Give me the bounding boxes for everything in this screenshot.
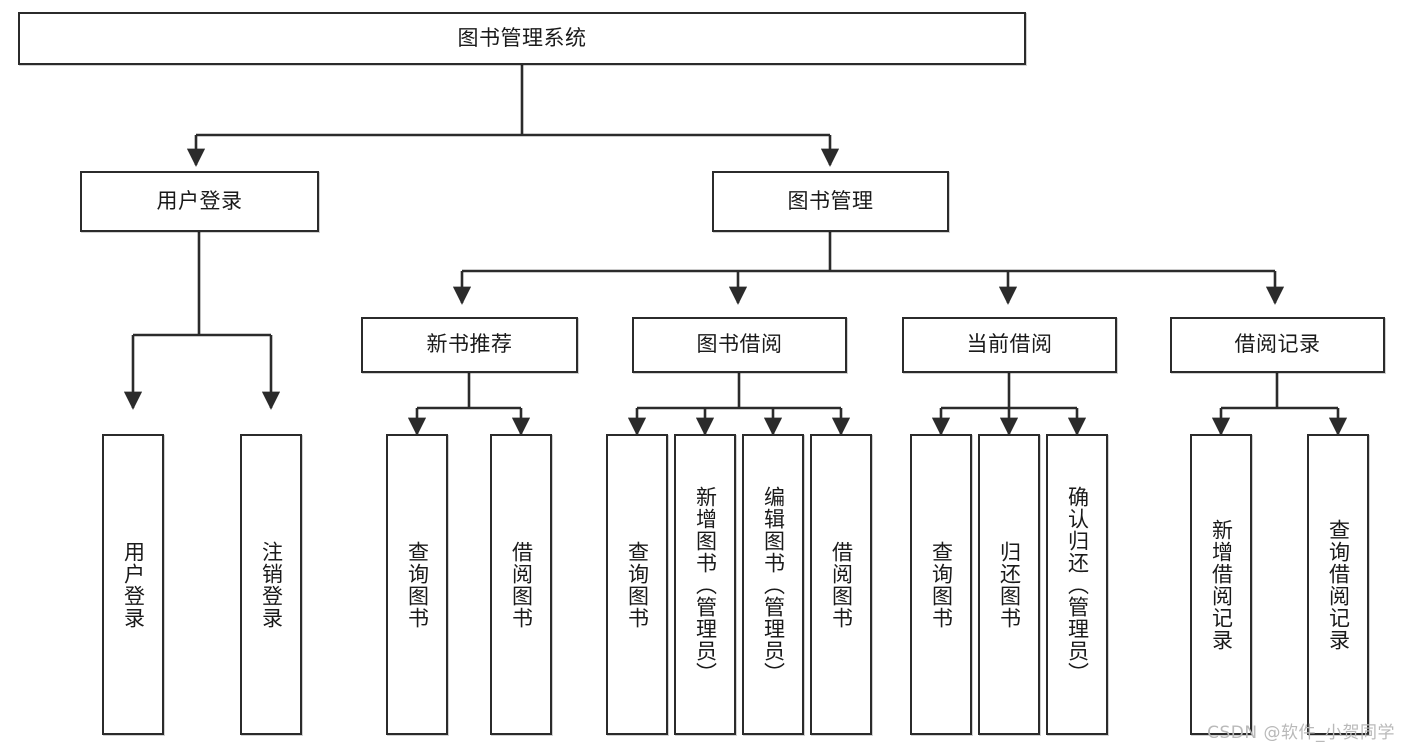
node-leaf-add-record[interactable]: 新增借阅记录	[1190, 434, 1252, 735]
node-leaf-edit-book-label: 编辑图书（管理员）	[761, 485, 786, 684]
node-book-borrow-label: 图书借阅	[696, 332, 783, 357]
node-leaf-query-book-3[interactable]: 查询图书	[910, 434, 972, 735]
node-borrow-record[interactable]: 借阅记录	[1170, 317, 1385, 373]
node-leaf-query-book-1[interactable]: 查询图书	[386, 434, 448, 735]
node-leaf-borrow-book-1-label: 借阅图书	[509, 540, 534, 629]
node-current-borrow[interactable]: 当前借阅	[902, 317, 1117, 373]
node-user-login-label: 用户登录	[156, 188, 243, 213]
node-root[interactable]: 图书管理系统	[18, 12, 1026, 65]
node-leaf-return-book[interactable]: 归还图书	[978, 434, 1040, 735]
node-book-borrow[interactable]: 图书借阅	[632, 317, 847, 373]
node-leaf-user-login-label: 用户登录	[121, 540, 146, 629]
node-leaf-edit-book[interactable]: 编辑图书（管理员）	[742, 434, 804, 735]
node-leaf-query-record-label: 查询借阅记录	[1326, 518, 1351, 651]
node-root-label: 图书管理系统	[457, 25, 587, 50]
node-current-borrow-label: 当前借阅	[966, 332, 1053, 357]
node-leaf-query-book-2[interactable]: 查询图书	[606, 434, 668, 735]
node-leaf-query-book-2-label: 查询图书	[625, 540, 650, 629]
node-leaf-add-record-label: 新增借阅记录	[1209, 518, 1234, 651]
node-new-book-recommend-label: 新书推荐	[426, 332, 513, 357]
node-leaf-add-book[interactable]: 新增图书（管理员）	[674, 434, 736, 735]
node-leaf-query-book-3-label: 查询图书	[929, 540, 954, 629]
node-book-management-label: 图书管理	[787, 188, 874, 213]
node-leaf-confirm-return-label: 确认归还（管理员）	[1065, 485, 1090, 684]
node-leaf-confirm-return[interactable]: 确认归还（管理员）	[1046, 434, 1108, 735]
node-user-login[interactable]: 用户登录	[80, 171, 319, 232]
node-borrow-record-label: 借阅记录	[1234, 332, 1321, 357]
node-leaf-borrow-book-2[interactable]: 借阅图书	[810, 434, 872, 735]
node-book-management[interactable]: 图书管理	[712, 171, 949, 232]
node-leaf-query-book-1-label: 查询图书	[405, 540, 430, 629]
node-leaf-borrow-book-2-label: 借阅图书	[829, 540, 854, 629]
node-leaf-return-book-label: 归还图书	[997, 540, 1022, 629]
node-leaf-user-login[interactable]: 用户登录	[102, 434, 164, 735]
node-leaf-add-book-label: 新增图书（管理员）	[693, 485, 718, 684]
node-leaf-logout-label: 注销登录	[259, 540, 284, 629]
node-new-book-recommend[interactable]: 新书推荐	[361, 317, 578, 373]
node-leaf-borrow-book-1[interactable]: 借阅图书	[490, 434, 552, 735]
node-leaf-query-record[interactable]: 查询借阅记录	[1307, 434, 1369, 735]
node-leaf-logout[interactable]: 注销登录	[240, 434, 302, 735]
